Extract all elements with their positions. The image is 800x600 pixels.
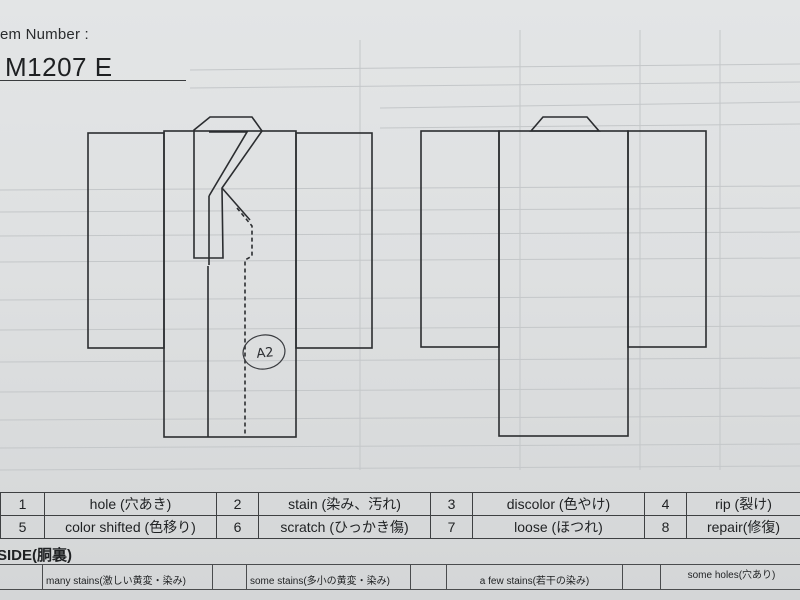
checkbox-cell[interactable] — [410, 564, 447, 590]
legend-number: 8 — [644, 515, 687, 539]
checkbox-cell[interactable] — [212, 564, 247, 590]
legend-number: 1 — [0, 492, 45, 516]
legend-label: stain (染み、汚れ) — [258, 492, 431, 516]
front-collar-cross — [221, 187, 251, 221]
front-right-sleeve — [295, 132, 373, 349]
legend-row: 1 hole (穴あき) 2 stain (染み、汚れ) 3 discolor … — [0, 492, 800, 516]
inside-option-some-stains: some stains(多小の黄変・染み) — [246, 564, 411, 590]
inside-lining-row: many stains(激しい黄変・染み) some stains(多小の黄変・… — [0, 564, 800, 590]
back-view-diagram — [420, 116, 707, 437]
front-mark-circle — [242, 334, 286, 370]
legend-number: 4 — [644, 492, 687, 516]
back-left-sleeve — [420, 130, 500, 348]
inside-lining-table: many stains(激しい黄変・染み) some stains(多小の黄変・… — [0, 564, 800, 590]
front-view-diagram — [87, 116, 373, 438]
front-collar — [193, 116, 263, 259]
front-left-sleeve — [87, 132, 165, 349]
legend-label: hole (穴あき) — [44, 492, 217, 516]
front-mark-label: A2 — [255, 344, 275, 362]
legend-label: scratch (ひっかき傷) — [258, 515, 431, 539]
checkbox-cell[interactable] — [0, 564, 43, 590]
legend-number: 5 — [0, 515, 45, 539]
item-number-value: M1207 E — [5, 52, 113, 82]
front-collar-inner — [208, 131, 249, 197]
legend-label: color shifted (色移り) — [44, 515, 217, 539]
legend-number: 3 — [430, 492, 473, 516]
legend-label: repair(修復) — [686, 515, 800, 539]
back-collar — [529, 116, 601, 132]
item-number-label: em Number : — [0, 26, 89, 43]
item-number-underline — [0, 80, 186, 81]
inside-option-some-holes: some holes(穴あり) — [660, 564, 800, 590]
legend-row: 5 color shifted (色移り) 6 scratch (ひっかき傷) … — [0, 515, 800, 539]
defect-legend-table: 1 hole (穴あき) 2 stain (染み、汚れ) 3 discolor … — [0, 492, 800, 539]
legend-label: loose (ほつれ) — [472, 515, 645, 539]
legend-number: 6 — [216, 515, 259, 539]
checkbox-cell[interactable] — [622, 564, 661, 590]
inside-option-few-stains: a few stains(若干の染み) — [446, 564, 623, 590]
back-right-sleeve — [627, 130, 707, 348]
legend-number: 7 — [430, 515, 473, 539]
inside-option-many-stains: many stains(激しい黄変・染み) — [42, 564, 213, 590]
legend-label: rip (裂け) — [686, 492, 800, 516]
front-body — [163, 130, 297, 438]
inside-lining-title: SIDE(胴裏) — [0, 547, 73, 564]
legend-number: 2 — [216, 492, 259, 516]
back-body — [498, 130, 629, 437]
legend-label: discolor (色やけ) — [472, 492, 645, 516]
front-underlap-dashed — [236, 207, 253, 437]
